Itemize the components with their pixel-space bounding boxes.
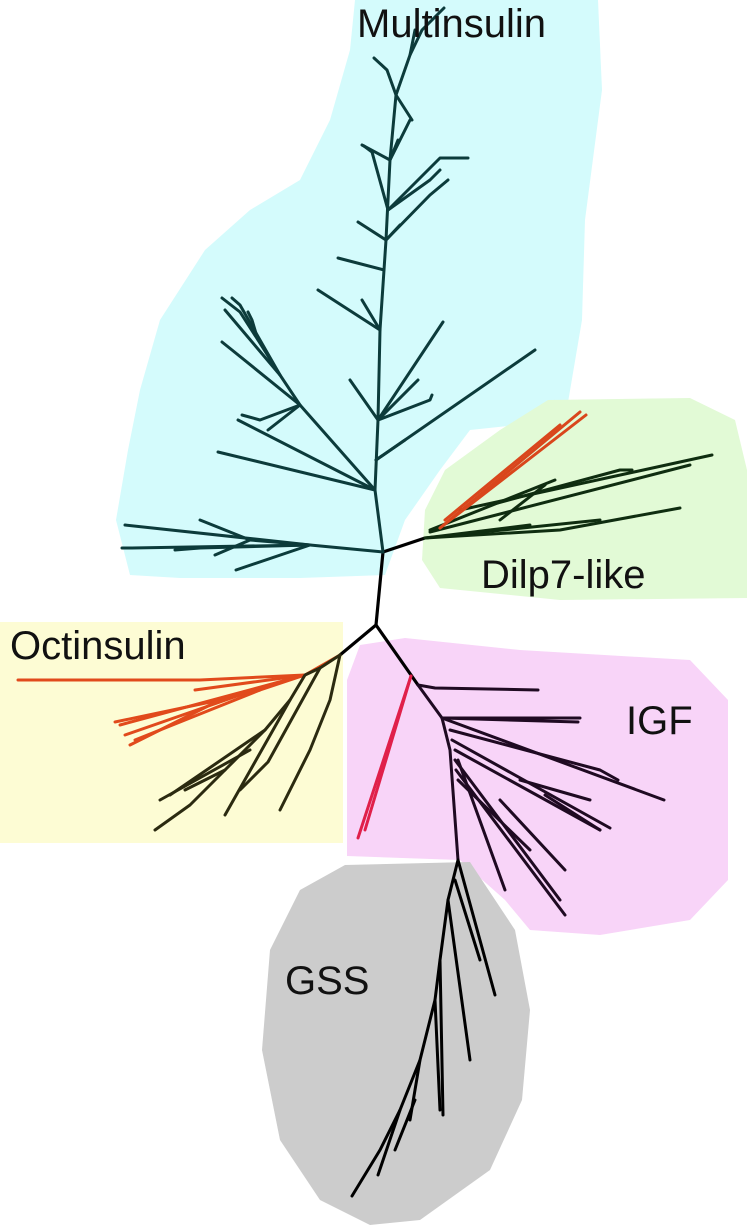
octinsulin-branches (153, 653, 342, 832)
octinsulin-highlight-branches (16, 653, 342, 747)
gss-branches (350, 858, 497, 1198)
igf-branches (416, 683, 666, 917)
multinsulin-branches (120, 6, 537, 572)
label-dilp7: Dilp7-like (481, 553, 646, 597)
gss-region (262, 862, 530, 1225)
dilp7-highlight-branches (438, 410, 588, 530)
label-octinsulin: Octinsulin (10, 624, 186, 668)
label-gss: GSS (285, 959, 369, 1003)
dilp7-branches (423, 453, 714, 540)
label-igf: IGF (626, 699, 693, 743)
dilp7-region (422, 398, 747, 600)
label-multinsulin: Multinsulin (357, 2, 546, 46)
multinsulin-region (116, 0, 602, 578)
igf-highlight-branches (356, 674, 413, 840)
